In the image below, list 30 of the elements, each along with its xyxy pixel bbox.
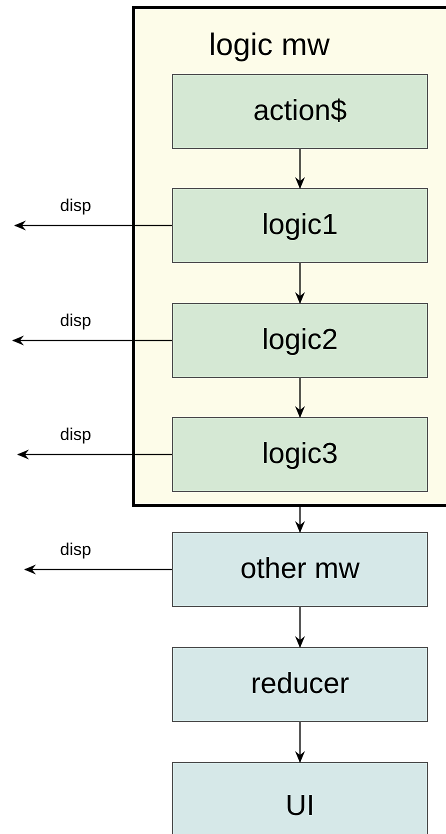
- process-box: [172, 188, 428, 263]
- node-label: action$: [253, 95, 347, 128]
- process-box: [172, 647, 428, 722]
- process-box: [172, 762, 428, 834]
- process-box: [172, 74, 428, 149]
- edge-label: disp: [58, 540, 94, 560]
- edge-label: disp: [58, 310, 94, 330]
- arrow: [12, 336, 172, 346]
- arrow: [295, 722, 305, 763]
- edge-label: disp: [58, 196, 94, 216]
- node-label: UI: [286, 790, 314, 822]
- arrow: [295, 149, 305, 189]
- node-label: logic3: [262, 438, 338, 471]
- group-container: [132, 6, 446, 507]
- arrow: [295, 507, 305, 533]
- edge-label: disp: [58, 424, 94, 444]
- node-label: logic1: [262, 209, 338, 242]
- arrow: [24, 564, 172, 574]
- arrow: [295, 263, 305, 304]
- process-box: [172, 532, 428, 607]
- process-box: [172, 417, 428, 492]
- arrow: [17, 450, 172, 460]
- arrow: [14, 220, 172, 230]
- node-label: reducer: [250, 668, 350, 701]
- group-title: logic mw: [209, 27, 330, 63]
- arrow: [295, 607, 305, 648]
- process-box: [172, 303, 428, 378]
- node-label: logic2: [262, 324, 338, 357]
- node-label: other mw: [240, 553, 360, 586]
- arrow: [295, 378, 305, 418]
